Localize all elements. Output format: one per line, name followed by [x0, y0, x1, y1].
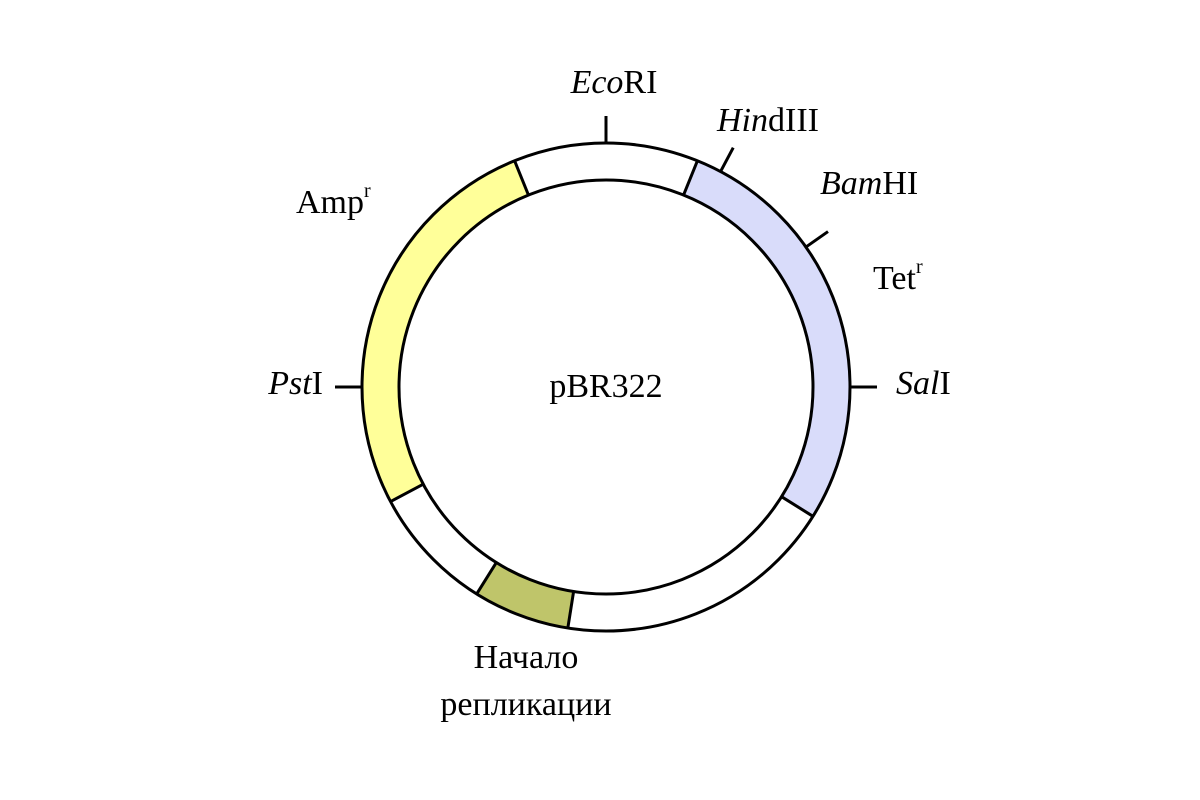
hindiii-site-label: HindIII — [716, 102, 819, 139]
bamhi-tick — [805, 230, 829, 249]
ring-inner-edge — [397, 178, 815, 596]
amp-resistance-segment — [361, 160, 529, 502]
segment-boundaries — [389, 160, 814, 629]
tet-resistance-segment — [683, 160, 850, 517]
segment-boundary-line — [682, 160, 699, 196]
tet-gene-label: Tetr — [873, 256, 923, 297]
sali-site-label: SalI — [896, 365, 951, 402]
replication-origin-segment — [476, 562, 574, 628]
segment-boundary-line — [513, 160, 530, 196]
hindiii-tick — [719, 147, 735, 173]
segment-boundary-line — [780, 495, 814, 518]
psti-site-label: PstI — [267, 365, 323, 402]
amp-gene-label: Ampr — [296, 180, 371, 221]
bamhi-site-label: BamHI — [820, 165, 918, 202]
origin-label-line1: Начало — [474, 639, 579, 676]
restriction-site-ticks — [335, 116, 877, 389]
origin-label-line2: репликации — [440, 686, 611, 723]
plasmid-name-label: pBR322 — [549, 368, 662, 405]
segment-boundary-line — [566, 591, 576, 629]
segment-boundary-line — [389, 482, 424, 503]
ecori-site-label: EcoRI — [570, 64, 658, 101]
segment-boundary-line — [475, 561, 498, 595]
